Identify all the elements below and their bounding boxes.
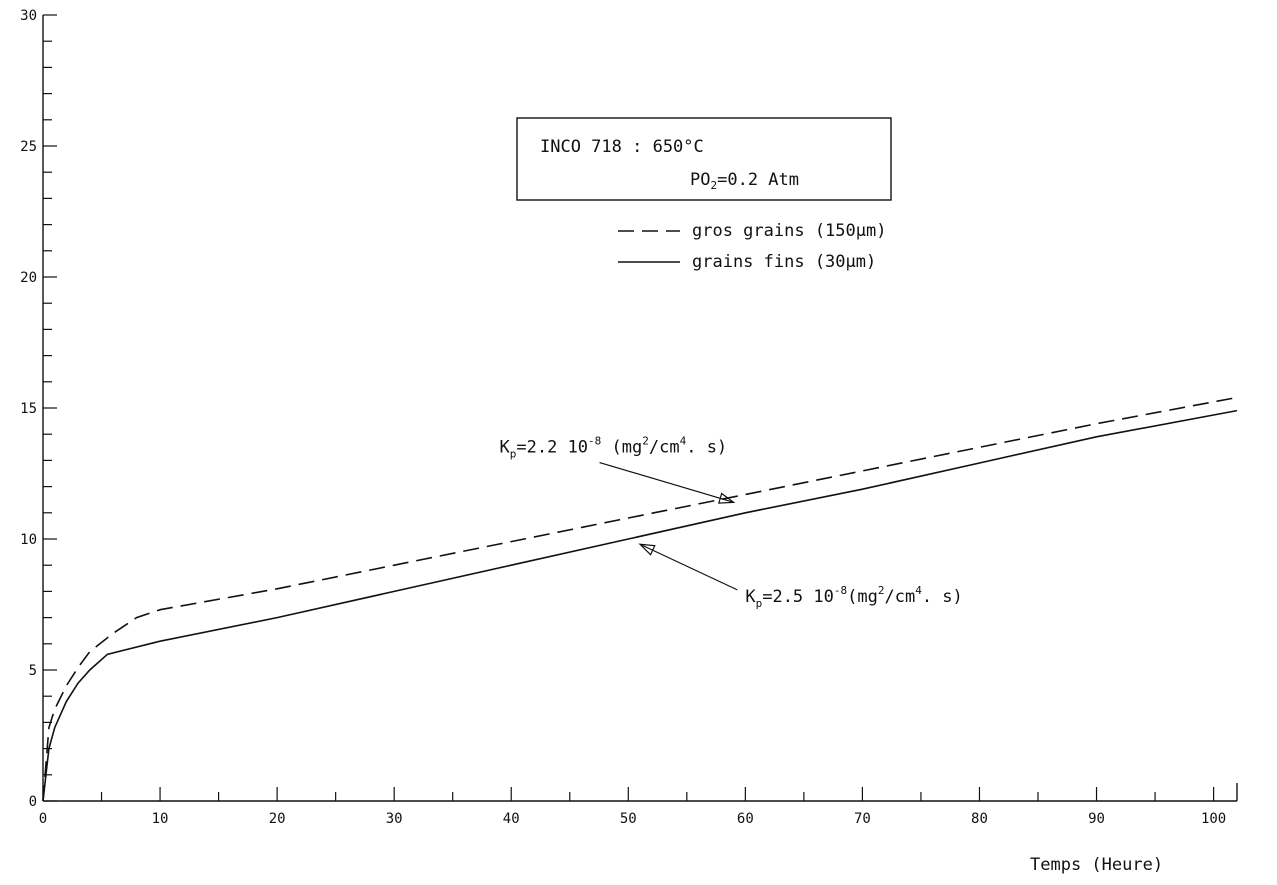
x-tick-label: 100 (1201, 811, 1226, 827)
kp-annotation-1: Kp=2.2 10-8 (mg2/cm4. s) (500, 435, 728, 461)
x-tick-label: 60 (737, 811, 754, 827)
x-tick-label: 40 (503, 811, 520, 827)
legend-box-frame (516, 117, 892, 201)
x-tick-label: 10 (152, 811, 169, 827)
x-tick-label: 0 (39, 811, 47, 827)
kp-arrow-head-2 (638, 543, 656, 556)
x-tick-label: 80 (971, 811, 988, 827)
annotations: Kp=2.2 10-8 (mg2/cm4. s) Kp=2.5 10-8(mg2/… (500, 435, 963, 610)
series-lines (42, 396, 1238, 802)
kp-arrow-head-1 (717, 492, 736, 504)
legend-box-line1: INCO 718 : 650°C (540, 137, 704, 157)
y-tick-label: 15 (20, 401, 37, 417)
y-tick-label: 10 (20, 532, 37, 548)
series-line-gros-grains (42, 396, 1238, 802)
y-tick-label: 5 (29, 663, 37, 679)
kp-arrow-1 (599, 461, 734, 503)
series-line-grains-fins (42, 409, 1238, 802)
kp-annotation-2: Kp=2.5 10-8(mg2/cm4. s) (745, 584, 962, 610)
x-tick-label: 70 (854, 811, 871, 827)
axis-ticks: 0 5 10 15 20 25 30 0 10 20 30 40 50 60 70 80 90 100 (20, 8, 1226, 827)
x-tick-label: 50 (620, 811, 637, 827)
x-tick-label: 30 (386, 811, 403, 827)
y-tick-label: 30 (20, 8, 37, 24)
y-tick-label: 20 (20, 270, 37, 286)
legend-box: INCO 718 : 650°C PO2=0.2 Atm (516, 117, 892, 201)
y-tick-label: 25 (20, 139, 37, 155)
legend-label-gros-grains: gros grains (150μm) (692, 221, 886, 241)
kp-arrow-2 (639, 543, 738, 591)
x-axis-label: Temps (Heure) (1030, 855, 1163, 875)
x-tick-label: 20 (269, 811, 286, 827)
y-tick-label: 0 (29, 794, 37, 810)
x-tick-label: 90 (1088, 811, 1105, 827)
legend-box-line2: PO2=0.2 Atm (690, 170, 799, 192)
legend-label-grains-fins: grains fins (30μm) (692, 252, 876, 272)
series-legend: gros grains (150μm) grains fins (30μm) (618, 221, 886, 272)
